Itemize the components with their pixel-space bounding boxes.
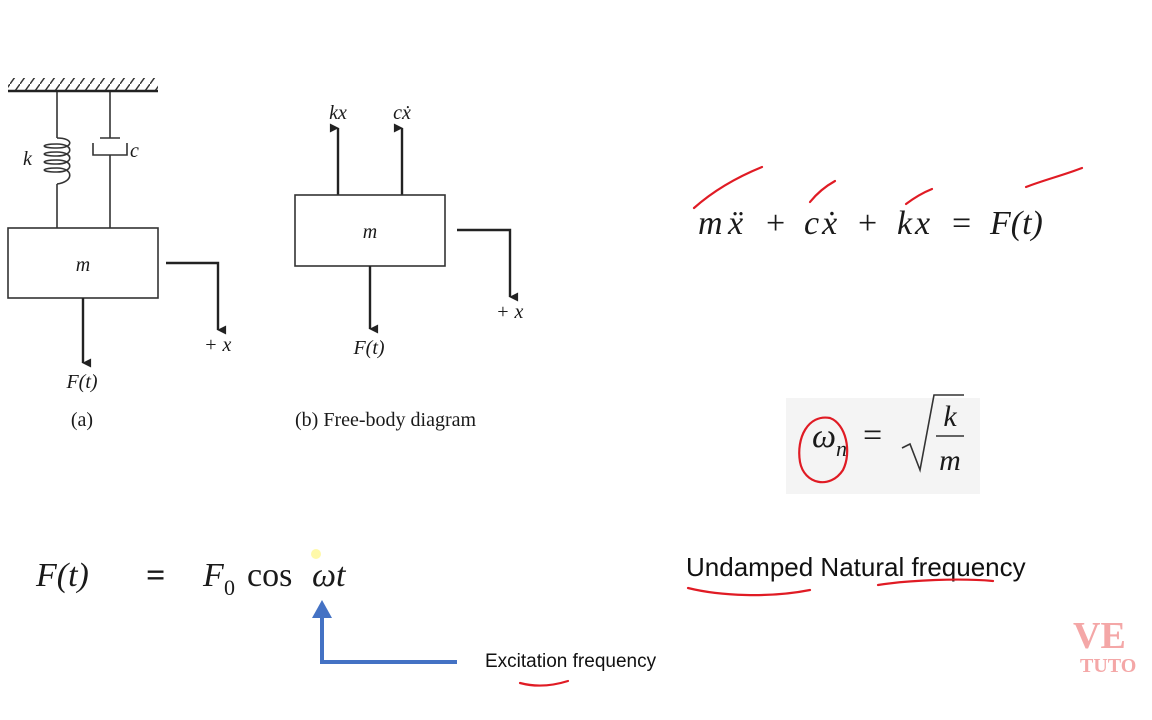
natural-frequency-formula: ω n = k m — [786, 394, 980, 494]
forcing-cos: cos — [247, 557, 292, 594]
displacement-label: + x — [496, 301, 523, 323]
ink-underline-excitation — [518, 679, 570, 687]
ink-mark-c — [808, 179, 837, 204]
omega-subscript: n — [836, 436, 847, 461]
ink-circle-omega — [798, 416, 849, 484]
damper — [92, 92, 128, 228]
mass-label: m — [76, 254, 90, 276]
caption-b: (b) Free-body diagram — [295, 409, 476, 431]
force-label: F(t) — [352, 337, 384, 359]
eq-stiffness: k — [897, 205, 913, 242]
forcing-function: F(t) = F 0 cos ωt — [35, 557, 347, 600]
ground-hatching — [8, 78, 158, 90]
ink-mark-f — [1024, 166, 1084, 189]
ink-underline-natural — [876, 578, 995, 587]
damping-force-label: cẋ — [393, 102, 411, 124]
watermark-logo: VE TUTO — [1073, 615, 1136, 677]
logo-mark: VE — [1073, 615, 1126, 657]
damper-label: c — [130, 140, 139, 162]
nf-equals: = — [863, 417, 882, 454]
eq-equals: = — [952, 205, 971, 242]
caption-a: (a) — [71, 409, 93, 431]
spring — [43, 92, 71, 228]
nf-numerator: k — [943, 400, 957, 433]
displacement-arrow — [166, 261, 227, 335]
displacement-label: + x — [204, 334, 231, 356]
forcing-amplitude: F — [202, 557, 225, 594]
sqrt-symbol — [901, 394, 964, 473]
ink-mark-m — [692, 165, 764, 210]
spring-label: k — [23, 148, 33, 170]
equation-of-motion: m ẍ + c ẋ + k x = F(t) — [692, 165, 1084, 242]
forcing-amplitude-subscript: 0 — [224, 575, 235, 600]
eq-damping: c — [804, 205, 819, 242]
natural-frequency-label: Undamped Natural frequency — [686, 552, 1026, 582]
nf-denominator: m — [939, 444, 961, 477]
formula-background — [786, 398, 980, 494]
eq-acceleration: ẍ — [727, 205, 743, 242]
excitation-frequency-label: Excitation frequency — [485, 651, 657, 672]
eq-velocity: ẋ — [821, 205, 837, 242]
logo-sub: TUTO — [1080, 655, 1136, 677]
ink-mark-k — [904, 187, 934, 206]
svg-text:m ẍ + c: m ẍ + c ẋ + k x = F(t) — [698, 205, 1043, 242]
spring-mass-damper-diagram: k c m + x F(t) (a) — [7, 78, 231, 431]
eq-mass: m — [698, 205, 723, 242]
forcing-argument: ωt — [312, 557, 347, 594]
eq-displacement: x — [914, 205, 930, 242]
excitation-arrow — [312, 600, 457, 664]
forcing-equals: = — [146, 557, 165, 594]
free-body-diagram: kx cẋ m + x F(t) (b) Free-body diagram — [294, 102, 523, 431]
cursor-highlight — [311, 549, 321, 559]
eq-rhs: F(t) — [989, 205, 1043, 242]
force-label: F(t) — [65, 371, 97, 393]
spring-force-label: kx — [329, 102, 347, 124]
eq-plus-1: + — [766, 205, 785, 242]
displacement-arrow — [457, 228, 519, 302]
eq-plus-2: + — [858, 205, 877, 242]
ink-underline-undamped — [686, 586, 812, 597]
forcing-lhs: F(t) — [35, 557, 89, 594]
omega-symbol: ω — [812, 418, 836, 455]
mass-label: m — [363, 221, 377, 243]
